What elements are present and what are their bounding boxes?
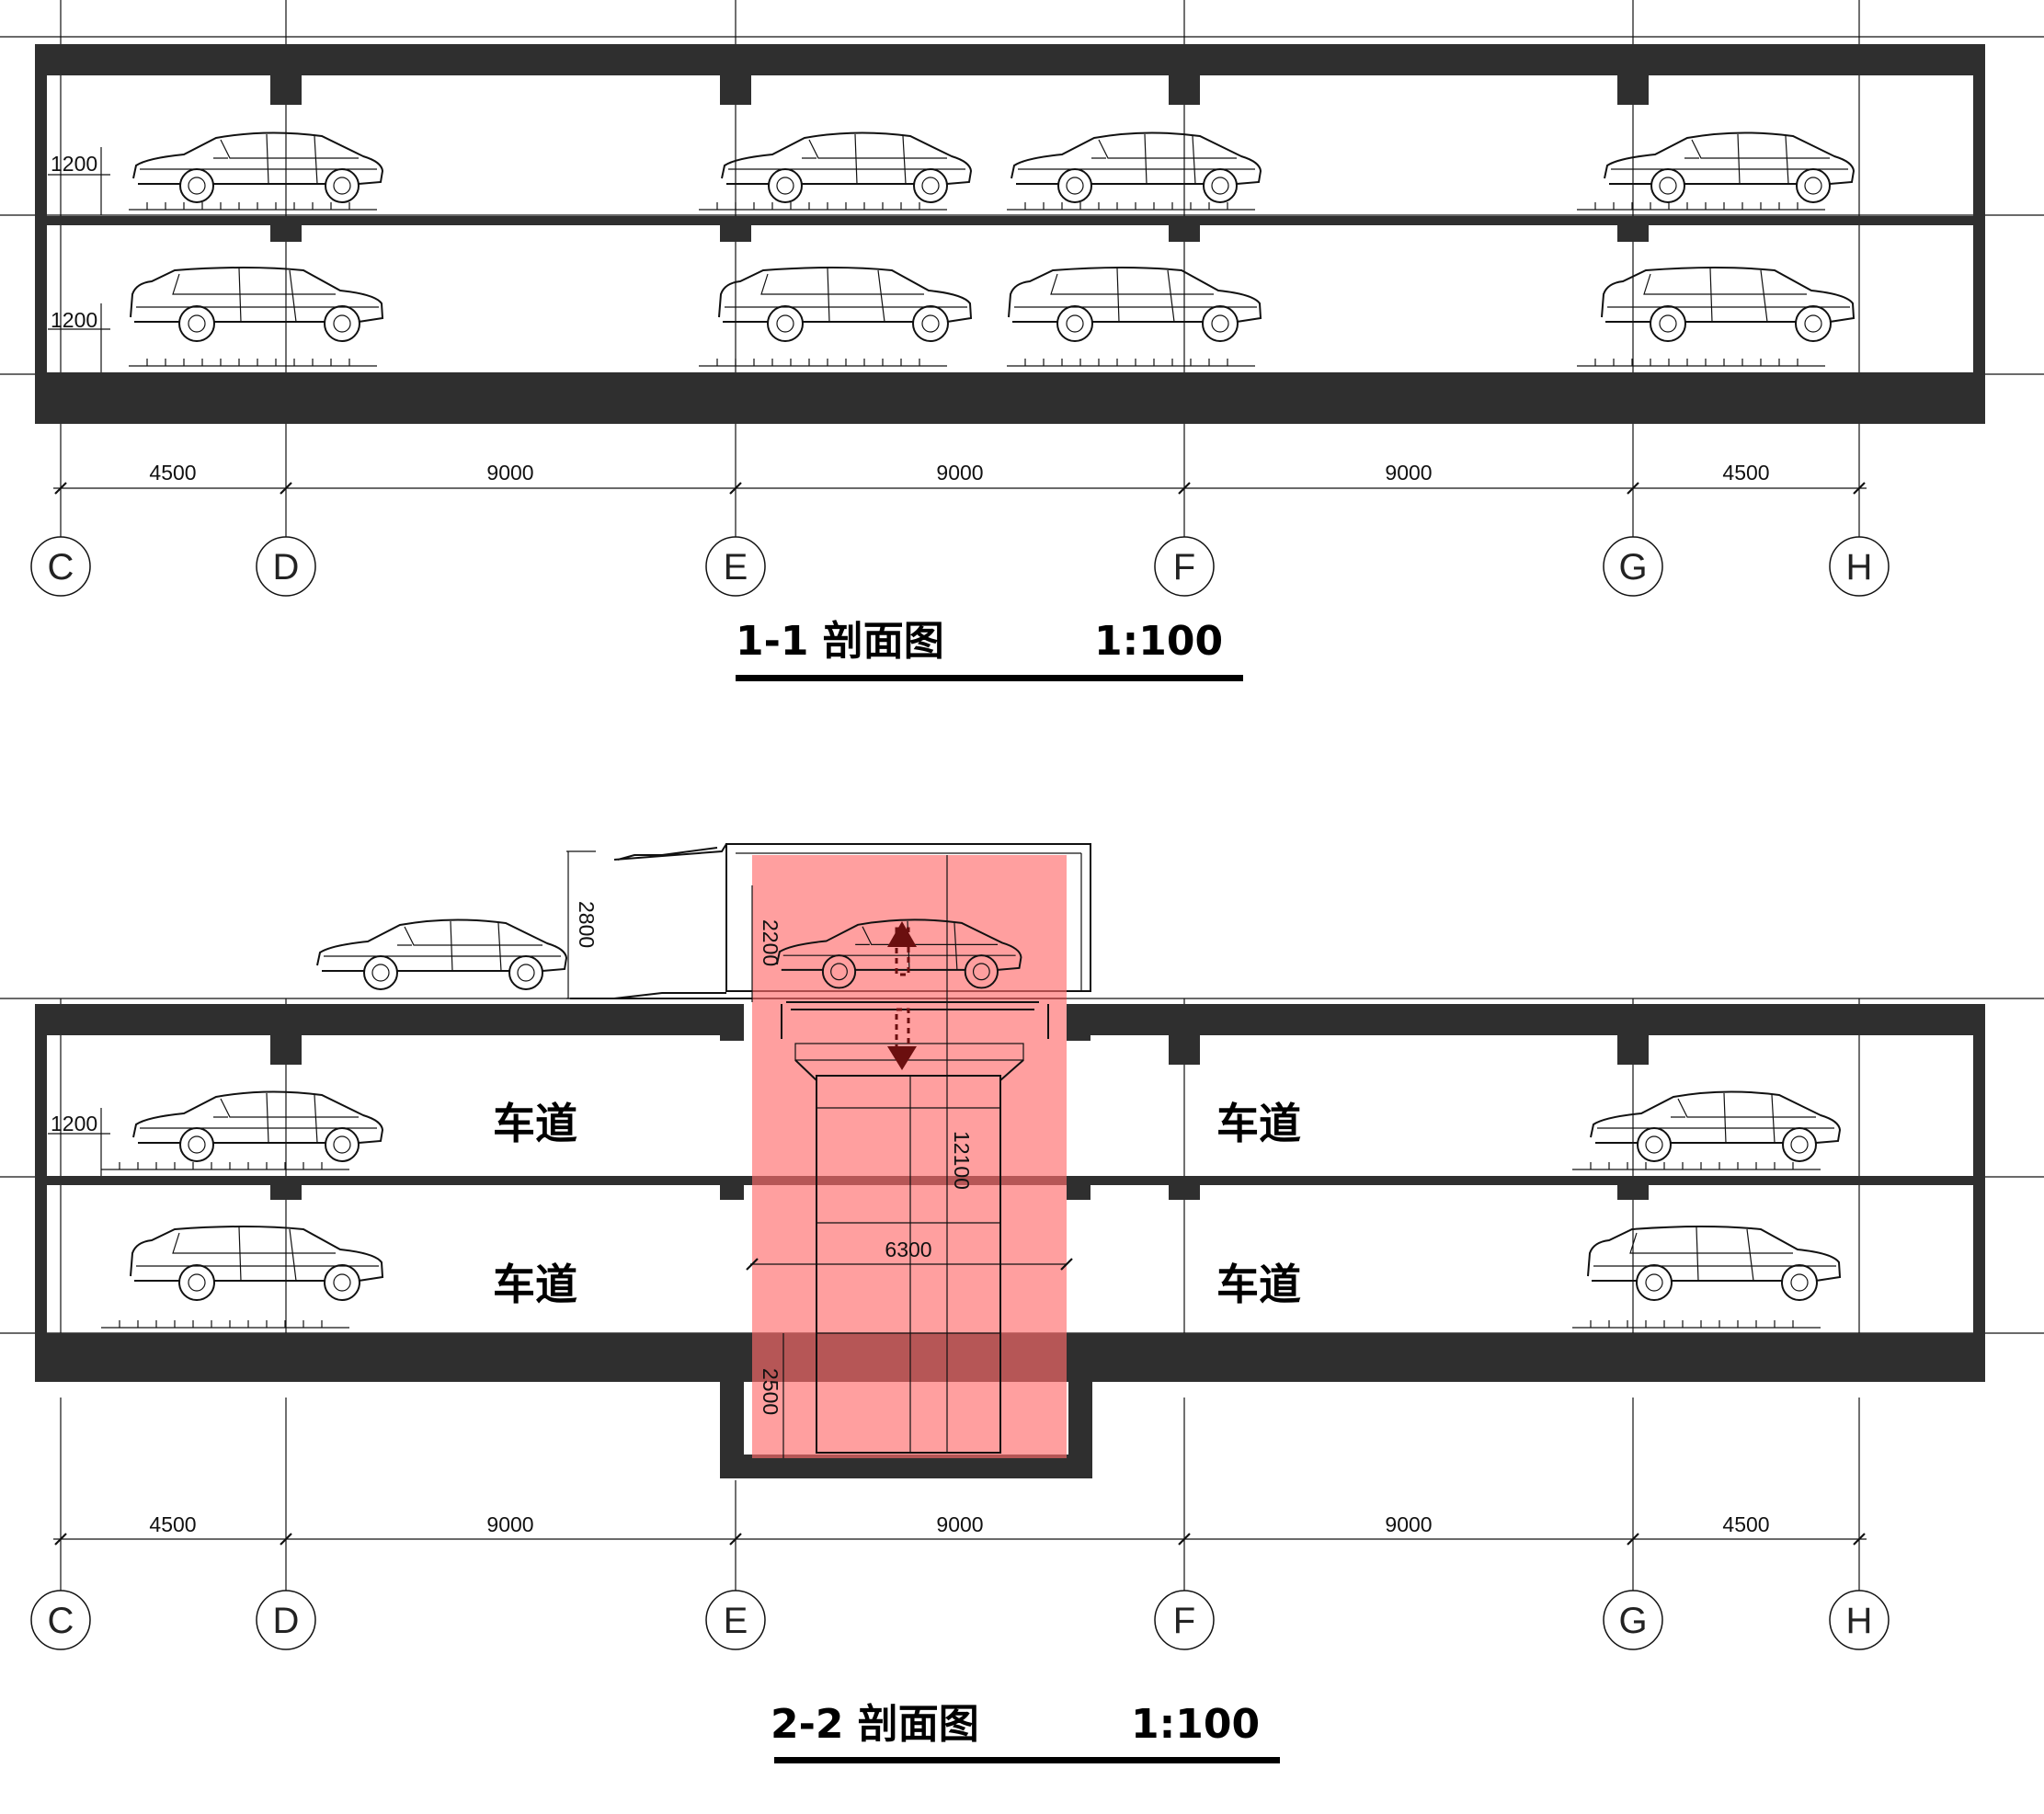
pit-depth-dim: 2500 xyxy=(759,1368,782,1415)
grid-bubbles-1: C D E F G H xyxy=(30,536,1890,597)
car-height-dim: 2200 xyxy=(759,919,782,966)
section-1-title: 1-1 剖面图 xyxy=(736,618,944,665)
grid-label-G-1: G xyxy=(1618,547,1647,588)
section-2-underline xyxy=(774,1757,1280,1763)
grid-label-D-2: D xyxy=(273,1601,300,1641)
section-1-1: 1200 1200 4500 9000 9000 9000 4500 C D E… xyxy=(0,0,2044,681)
section-2-2: 2800 2200 12100 6300 xyxy=(0,843,2044,1763)
grid-label-H-1: H xyxy=(1846,547,1873,588)
span-dims-1: 4500 9000 9000 9000 4500 xyxy=(53,461,1867,496)
span-2-3: 9000 xyxy=(936,1512,983,1536)
grid-label-E-1: E xyxy=(724,547,748,588)
span-dims-2: 4500 9000 9000 9000 4500 xyxy=(53,1512,1867,1546)
level-height-2a: 1200 xyxy=(51,1112,97,1135)
grid-label-F-1: F xyxy=(1173,547,1195,588)
structure-1 xyxy=(35,44,1985,424)
grid-label-F-2: F xyxy=(1173,1601,1195,1641)
grid-label-C-2: C xyxy=(48,1601,74,1641)
span-2-1: 4500 xyxy=(149,1512,196,1536)
span-1-2: 9000 xyxy=(486,461,533,485)
cars-lower-1 xyxy=(128,267,1855,367)
section-1-underline xyxy=(736,675,1243,681)
section-2-title: 2-2 剖面图 xyxy=(771,1701,979,1748)
shaft-height-dim: 12100 xyxy=(950,1131,974,1190)
level-height-1a: 1200 xyxy=(51,152,97,176)
lane-label-3: 车道 xyxy=(493,1260,577,1309)
lane-label-2: 车道 xyxy=(1216,1099,1301,1148)
grid-label-G-2: G xyxy=(1618,1601,1647,1641)
cars-upper-1 xyxy=(128,131,1855,211)
span-1-5: 4500 xyxy=(1722,461,1769,485)
grid-label-H-2: H xyxy=(1846,1601,1873,1641)
lane-label-1: 车道 xyxy=(493,1099,577,1148)
level-dims-2: 1200 xyxy=(48,1108,110,1176)
grid-label-D-1: D xyxy=(273,547,300,588)
up-arrow-icon xyxy=(887,921,917,947)
span-2-4: 9000 xyxy=(1385,1512,1432,1536)
section-1-scale: 1:100 xyxy=(1094,618,1223,665)
grid-label-E-2: E xyxy=(724,1601,748,1641)
lane-label-4: 车道 xyxy=(1216,1260,1301,1309)
grid-label-C-1: C xyxy=(48,547,74,588)
canopy-height-dim: 2800 xyxy=(575,901,599,948)
span-1-1: 4500 xyxy=(149,461,196,485)
grid-bubbles-2: C D E F G H xyxy=(30,1590,1890,1650)
span-1-4: 9000 xyxy=(1385,461,1432,485)
down-arrow-icon xyxy=(887,1046,917,1070)
span-2-5: 4500 xyxy=(1722,1512,1769,1536)
shaft-width-dim: 6300 xyxy=(885,1238,931,1261)
lift-shaft: 2200 12100 6300 2500 xyxy=(745,855,1074,1458)
span-2-2: 9000 xyxy=(486,1512,533,1536)
section-2-scale: 1:100 xyxy=(1131,1701,1260,1748)
span-1-3: 9000 xyxy=(936,461,983,485)
level-dims-1: 1200 1200 xyxy=(48,147,110,372)
level-height-1b: 1200 xyxy=(51,308,97,332)
